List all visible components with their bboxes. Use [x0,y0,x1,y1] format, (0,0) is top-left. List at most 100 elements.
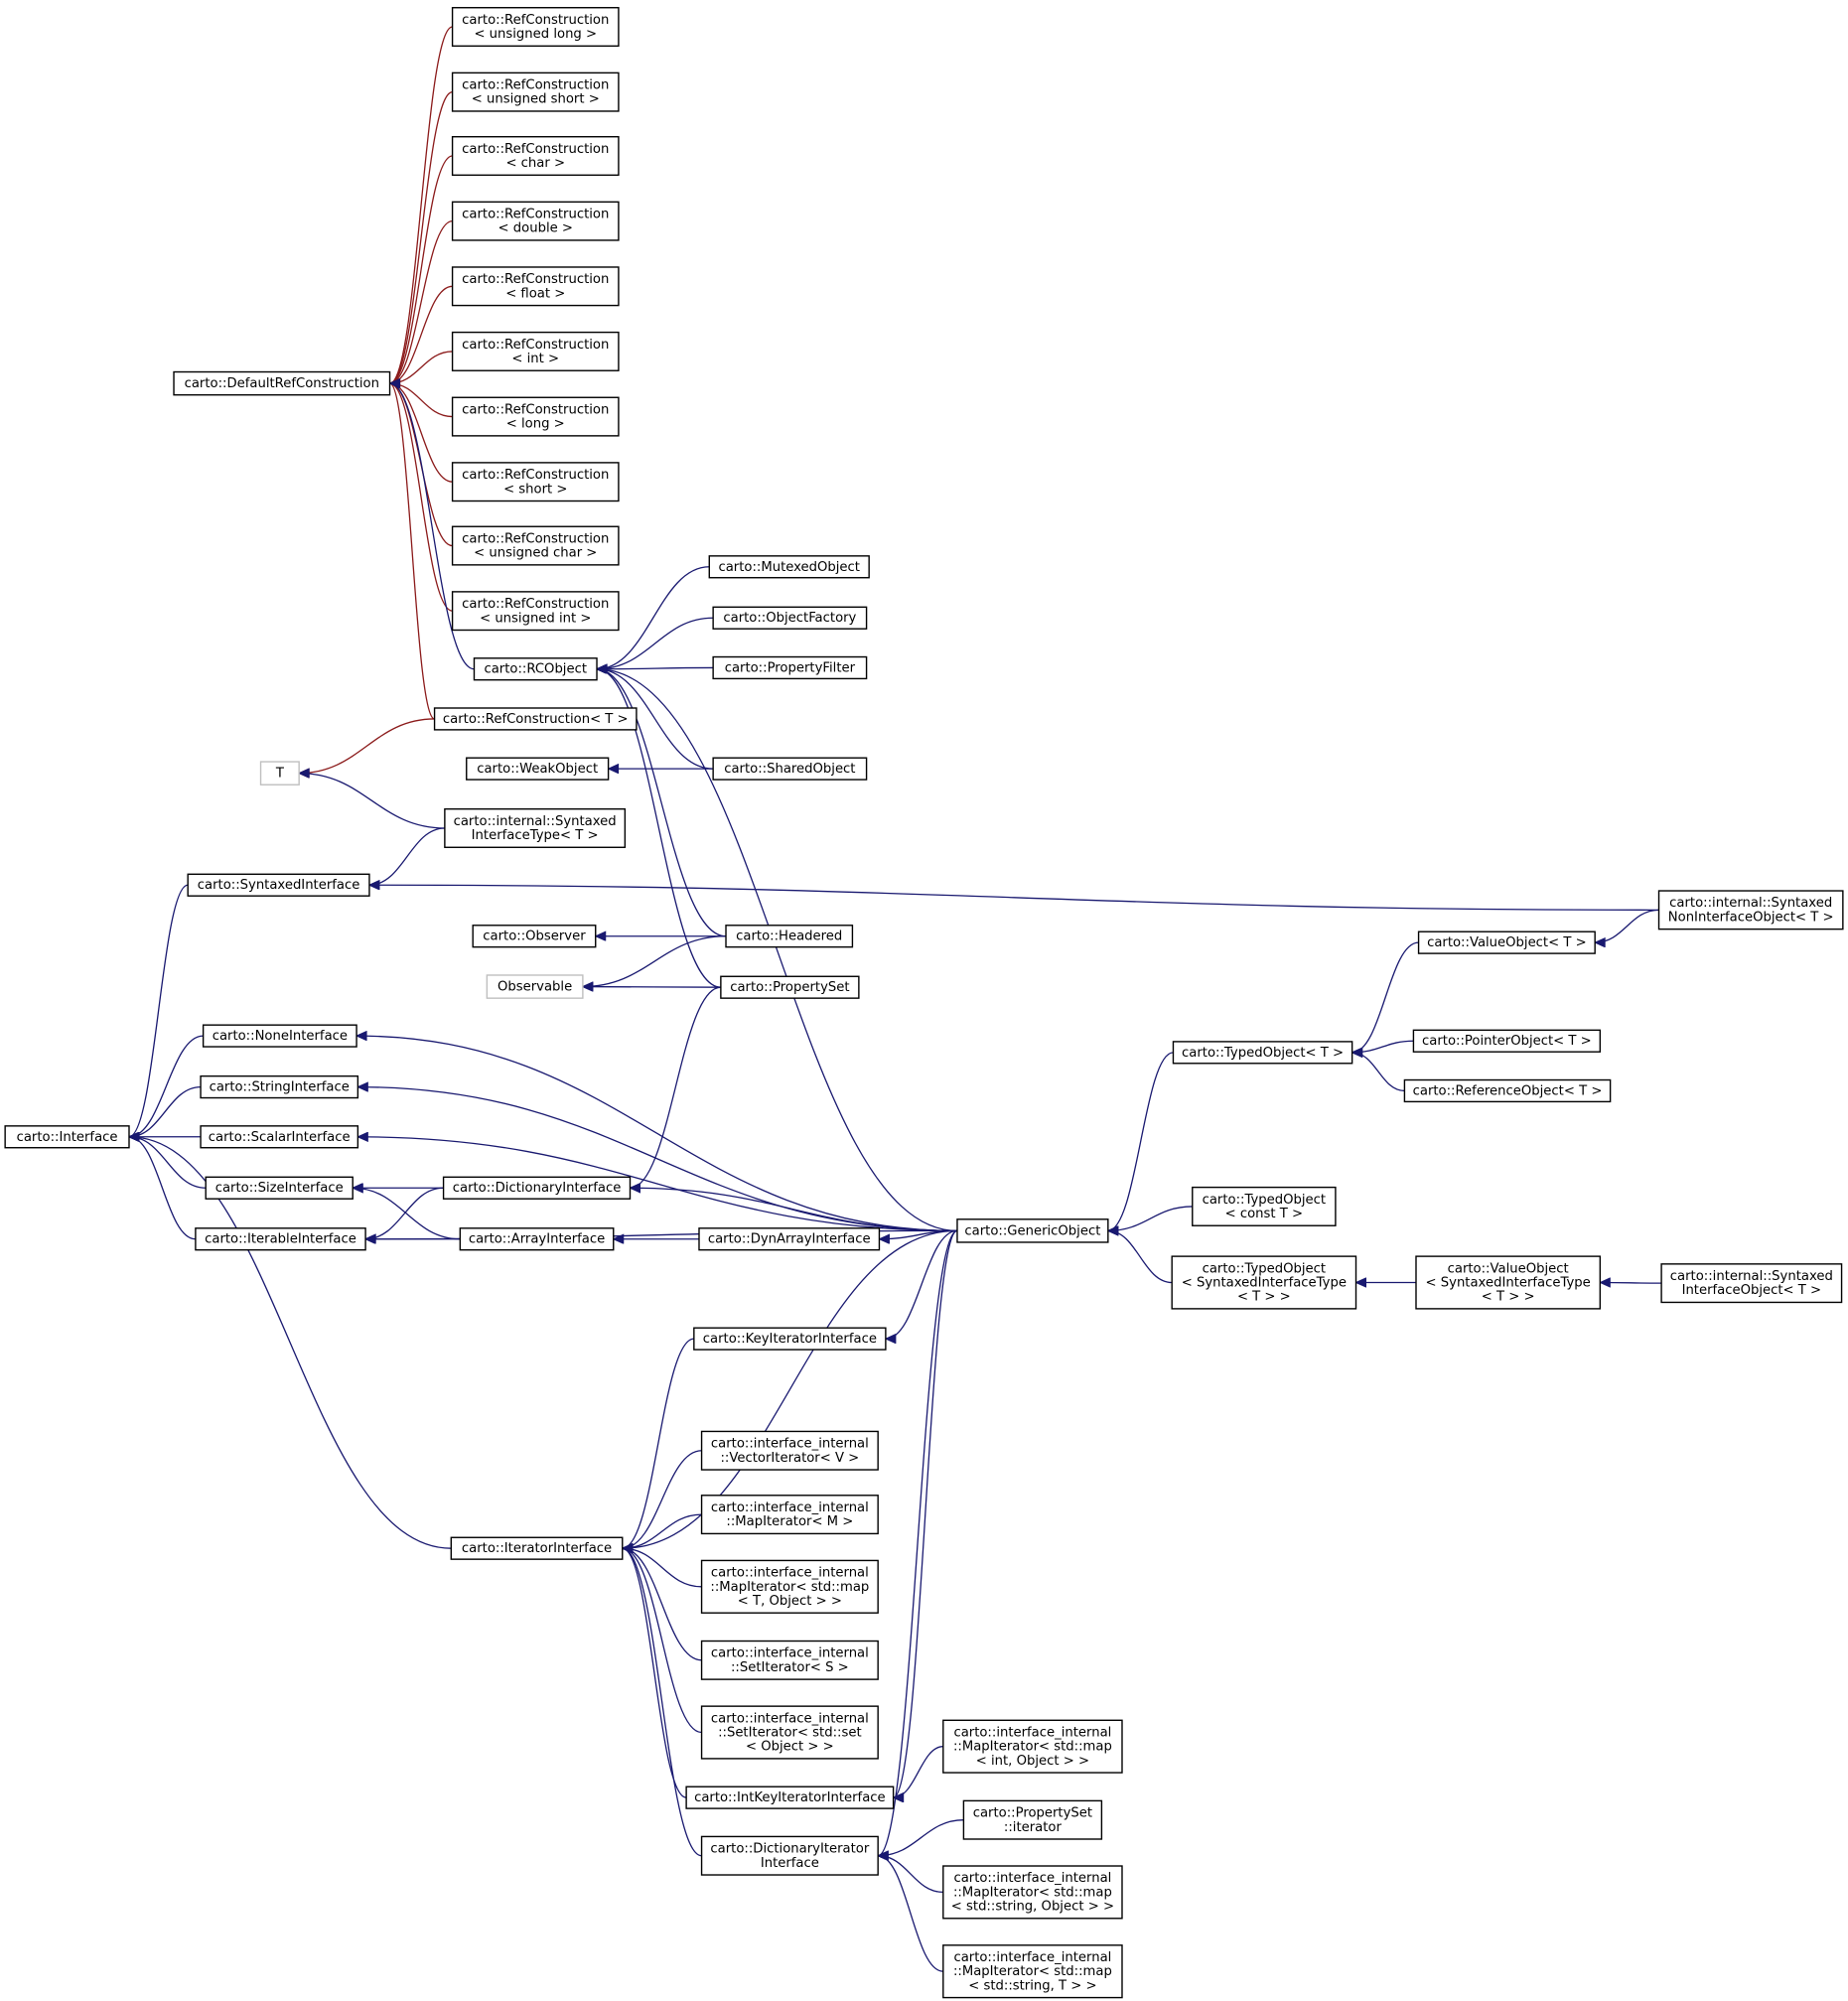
class-node-property-set-iterator[interactable]: carto::PropertySet::iterator [962,1799,1103,1840]
class-node-label: < Object > > [746,1740,834,1755]
class-node-value-object-t[interactable]: carto::ValueObject< T > [1417,930,1596,954]
class-node-map-iterator-m[interactable]: carto::interface_internal::MapIterator< … [700,1495,879,1535]
class-node-shared-object[interactable]: carto::SharedObject [712,757,868,781]
class-node-string-interface[interactable]: carto::StringInterface [200,1074,359,1099]
class-node-pointer-object-t[interactable]: carto::PointerObject< T > [1412,1029,1602,1053]
class-node-iterable-interface[interactable]: carto::IterableInterface [195,1227,366,1251]
class-node-label: carto::interface_internal [711,1437,869,1452]
class-node-label: InterfaceObject< T > [1682,1283,1822,1298]
class-node-object-factory[interactable]: carto::ObjectFactory [712,606,868,630]
class-node-box [173,370,391,396]
inheritance-edge-typed-object-t-to-value-object-t [1352,941,1419,1053]
inheritance-edge-rcobject-to-generic-object [597,669,957,1232]
class-node-rc-unsigned-int[interactable]: carto::RefConstruction< unsigned int > [451,591,620,632]
inheritance-edge-key-iterator-interface-to-generic-object [886,1229,958,1339]
class-node-label: T [275,767,285,782]
class-node-observable[interactable]: Observable [486,974,584,999]
class-node-interface[interactable]: carto::Interface [4,1125,130,1149]
class-node-label: carto::RefConstruction< T > [443,712,629,727]
nodes-layer: carto::RefConstruction< unsigned long >c… [4,7,1844,1999]
class-node-label: carto::TypedObject [1203,1261,1327,1276]
class-node-reference-object-t[interactable]: carto::ReferenceObject< T > [1403,1078,1612,1103]
class-node-array-interface[interactable]: carto::ArrayInterface [459,1227,615,1251]
class-node-property-filter[interactable]: carto::PropertyFilter [712,655,868,680]
class-node-label: carto::ScalarInterface [209,1130,351,1145]
class-node-box [1192,1186,1337,1226]
class-node-syntaxed-non-interface-object[interactable]: carto::internal::SyntaxedNonInterfaceObj… [1657,890,1844,930]
template-edge-default-ref-construction-to-rc-char [390,155,453,383]
inheritance-edge-interface-to-none-interface [129,1035,204,1137]
class-node-box [202,1024,357,1048]
inheritance-edge-iterator-interface-to-vector-iterator [623,1450,702,1548]
class-node-dyn-array-interface[interactable]: carto::DynArrayInterface [698,1227,881,1251]
class-node-box [942,1865,1123,1920]
class-node-label: < float > [505,286,565,301]
inheritance-edge-rcobject-to-object-factory [597,617,714,668]
class-node-syntaxed-interface-object[interactable]: carto::internal::SyntaxedInterfaceObject… [1660,1263,1843,1304]
class-node-int-key-iterator-interface[interactable]: carto::IntKeyIteratorInterface [685,1786,895,1809]
class-node-label: carto::PointerObject< T > [1422,1034,1592,1049]
inheritance-edge-default-ref-construction-to-rcobject [390,383,475,670]
class-node-value-object-sit[interactable]: carto::ValueObject< SyntaxedInterfaceTyp… [1415,1255,1602,1310]
class-node-label: carto::NoneInterface [213,1029,348,1044]
template-edge-default-ref-construction-to-ref-construction-t [390,383,436,720]
class-node-rc-short[interactable]: carto::RefConstruction< short > [451,462,620,502]
class-node-syntaxed-interface[interactable]: carto::SyntaxedInterface [187,873,370,897]
class-node-box [962,1799,1103,1840]
inheritance-edge-observable-to-headered [583,935,727,987]
class-node-box [700,1430,879,1471]
class-node-ref-construction-t[interactable]: carto::RefConstruction< T > [433,707,638,731]
class-node-label: carto::DefaultRefConstruction [185,376,379,391]
class-node-rc-char[interactable]: carto::RefConstruction< char > [451,136,620,177]
class-node-label: < int > [511,352,559,366]
class-node-dictionary-interface[interactable]: carto::DictionaryInterface [442,1176,632,1200]
inheritance-edge-value-object-sit-to-syntaxed-interface-object [1600,1283,1662,1284]
class-node-label: < T, Object > > [738,1594,842,1609]
class-node-none-interface[interactable]: carto::NoneInterface [202,1024,357,1048]
class-node-typed-object-const-t[interactable]: carto::TypedObject< const T > [1192,1186,1337,1226]
class-node-t[interactable]: T [259,761,300,786]
class-node-label: carto::IntKeyIteratorInterface [694,1790,886,1805]
class-node-set-iterator-s[interactable]: carto::interface_internal::SetIterator< … [700,1640,879,1680]
class-node-rc-unsigned-long[interactable]: carto::RefConstruction< unsigned long > [451,7,620,48]
class-node-observer[interactable]: carto::Observer [472,925,597,948]
class-node-box [451,591,620,632]
inheritance-edge-rcobject-to-property-set [597,669,721,988]
class-node-rc-long[interactable]: carto::RefConstruction< long > [451,396,620,437]
class-node-label: carto::interface_internal [953,1725,1111,1740]
class-node-mutexed-object[interactable]: carto::MutexedObject [708,555,870,579]
class-node-label: carto::ReferenceObject< T > [1413,1083,1603,1098]
class-node-weak-object[interactable]: carto::WeakObject [466,757,610,781]
class-node-vector-iterator[interactable]: carto::interface_internal::VectorIterato… [700,1430,879,1471]
class-node-syntaxed-interface-type[interactable]: carto::internal::SyntaxedInterfaceType< … [444,807,627,848]
class-node-label: < T > > [1237,1290,1291,1305]
class-node-typed-object-sit[interactable]: carto::TypedObject< SyntaxedInterfaceTyp… [1171,1255,1357,1310]
class-node-rc-unsigned-char[interactable]: carto::RefConstruction< unsigned char > [451,525,620,566]
class-node-rc-float[interactable]: carto::RefConstruction< float > [451,266,620,307]
class-node-map-iterator-string-object[interactable]: carto::interface_internal::MapIterator< … [942,1865,1123,1920]
class-node-property-set[interactable]: carto::PropertySet [720,975,860,999]
class-node-rc-unsigned-short[interactable]: carto::RefConstruction< unsigned short > [451,71,620,112]
class-node-box [700,1705,879,1760]
inheritance-edge-typed-object-t-to-reference-object-t [1352,1053,1405,1092]
class-node-map-iterator-string-t[interactable]: carto::interface_internal::MapIterator< … [942,1944,1123,1999]
class-node-default-ref-construction[interactable]: carto::DefaultRefConstruction [173,370,391,396]
inheritance-edge-rcobject-to-shared-object [597,669,714,770]
class-node-key-iterator-interface[interactable]: carto::KeyIteratorInterface [693,1327,887,1351]
class-node-set-iterator-object[interactable]: carto::interface_internal::SetIterator< … [700,1705,879,1760]
class-node-map-iterator-t-object[interactable]: carto::interface_internal::MapIterator< … [700,1559,879,1614]
class-node-scalar-interface[interactable]: carto::ScalarInterface [200,1125,359,1149]
class-node-typed-object-t[interactable]: carto::TypedObject< T > [1172,1041,1353,1065]
class-node-headered[interactable]: carto::Headered [725,925,854,948]
class-node-generic-object[interactable]: carto::GenericObject [956,1218,1109,1243]
class-node-iterator-interface[interactable]: carto::IteratorInterface [450,1536,624,1560]
class-node-rc-double[interactable]: carto::RefConstruction< double > [451,201,620,241]
class-node-rc-int[interactable]: carto::RefConstruction< int > [451,331,620,371]
class-node-rcobject[interactable]: carto::RCObject [473,657,598,681]
class-node-size-interface[interactable]: carto::SizeInterface [205,1176,354,1200]
class-node-map-iterator-int-object[interactable]: carto::interface_internal::MapIterator< … [942,1719,1123,1774]
inheritance-edge-generic-object-to-typed-object-sit [1108,1230,1173,1284]
inheritance-edge-t-to-syntaxed-interface-type [299,774,445,829]
class-node-box [187,873,370,897]
